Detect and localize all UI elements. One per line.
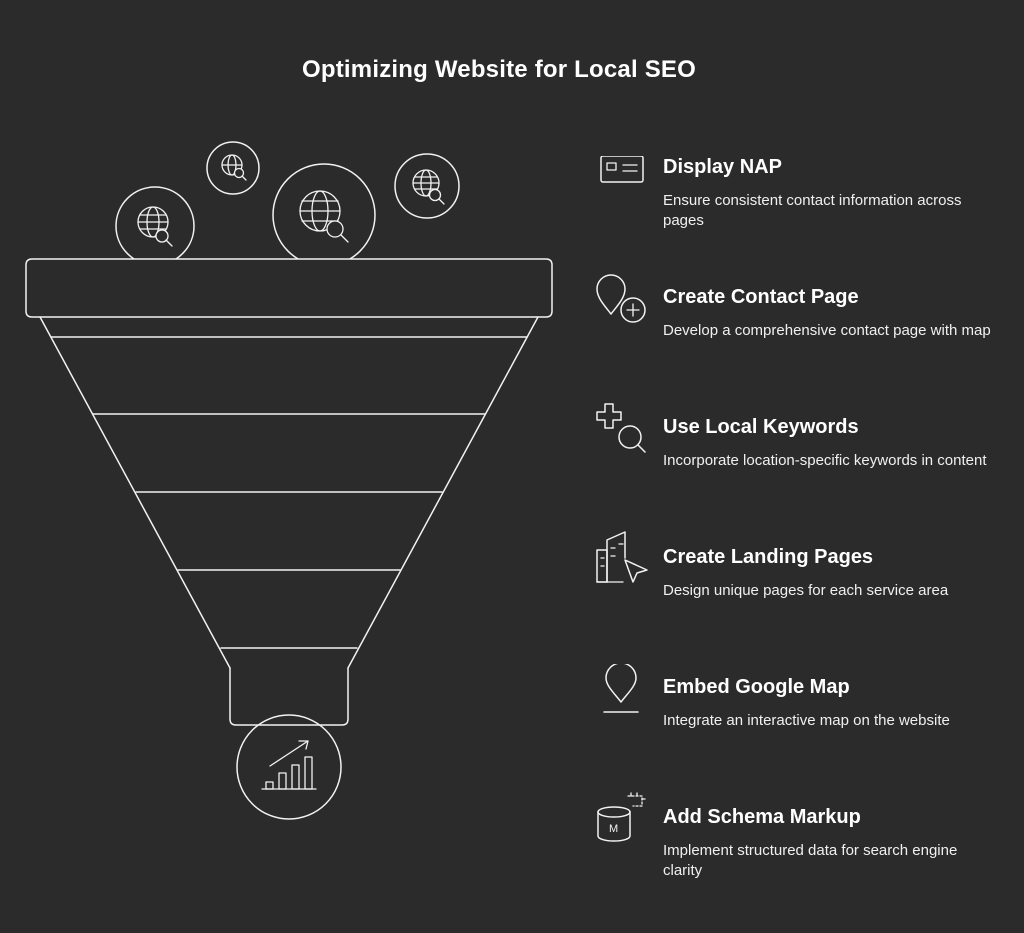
landing-page-icon <box>596 531 648 583</box>
keyword-search-icon <box>596 403 646 453</box>
step-heading: Use Local Keywords <box>663 416 859 438</box>
map-pin-icon <box>603 664 639 713</box>
step-create-landing-pages: Create Landing Pages Design unique pages… <box>595 531 1005 656</box>
funnel-spout <box>229 667 349 726</box>
step-add-schema-markup: M Add Schema Markup Implement structured… <box>595 792 1005 916</box>
schema-database-icon: M <box>597 792 646 842</box>
globe-search-icon <box>272 163 376 267</box>
growth-chart-icon <box>236 714 342 820</box>
step-description: Develop a comprehensive contact page wit… <box>663 322 991 339</box>
funnel-cone <box>39 316 539 669</box>
step-heading: Embed Google Map <box>663 676 850 698</box>
step-description: Design unique pages for each service are… <box>663 582 949 599</box>
step-description: Implement structured data for search eng… <box>663 842 958 879</box>
location-add-icon <box>596 274 646 323</box>
step-heading: Create Landing Pages <box>663 546 874 568</box>
step-create-contact-page: Create Contact Page Develop a comprehens… <box>595 274 1005 396</box>
globe-search-icon <box>394 153 460 219</box>
step-display-nap: Display NAP Ensure consistent contact in… <box>595 156 1005 266</box>
step-heading: Create Contact Page <box>663 286 859 308</box>
funnel-diagram <box>25 141 553 820</box>
page-title: Optimizing Website for Local SEO <box>302 56 696 83</box>
globe-search-icon <box>115 186 195 266</box>
funnel-rim <box>25 258 553 318</box>
step-heading: Add Schema Markup <box>663 806 861 828</box>
step-use-local-keywords: Use Local Keywords Incorporate location-… <box>595 403 1005 526</box>
step-description: Incorporate location-specific keywords i… <box>663 452 987 469</box>
step-heading: Display NAP <box>663 156 782 178</box>
step-description: Ensure consistent contact information ac… <box>663 192 962 229</box>
step-embed-google-map: Embed Google Map Integrate an interactiv… <box>595 664 1005 786</box>
step-description: Integrate an interactive map on the webs… <box>663 712 950 729</box>
svg-text:M: M <box>609 823 618 835</box>
contact-card-icon <box>600 156 644 183</box>
globe-search-icon <box>206 141 260 195</box>
